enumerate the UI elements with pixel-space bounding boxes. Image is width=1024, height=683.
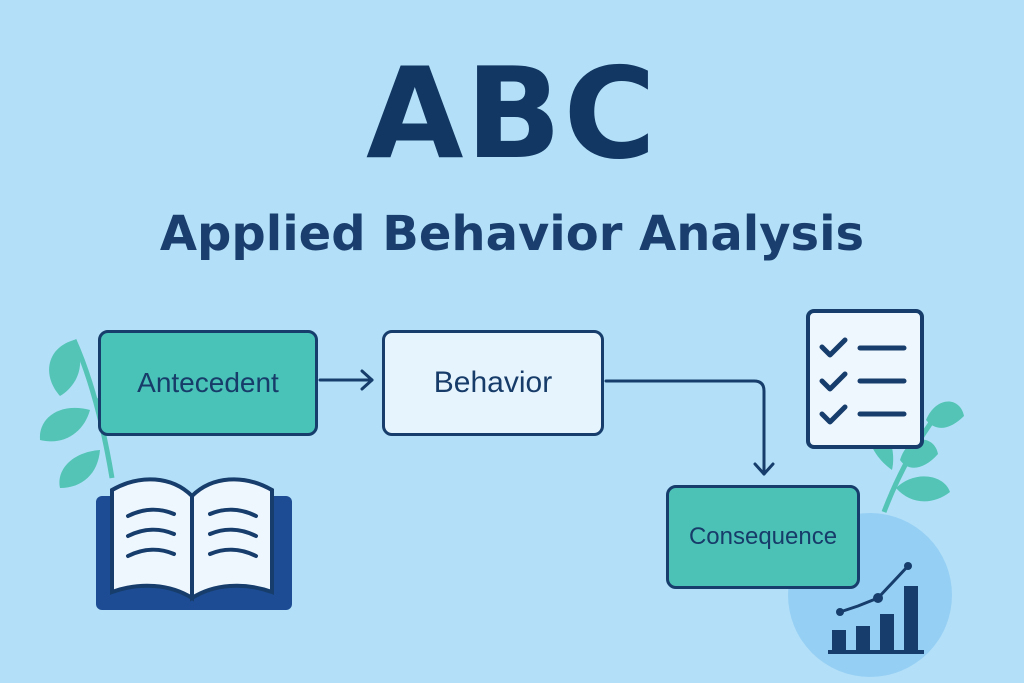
checklist-icon: [806, 309, 924, 449]
bar-chart-icon: [828, 562, 924, 654]
antecedent-node: Antecedent: [98, 330, 318, 436]
consequence-label: Consequence: [688, 523, 838, 550]
page-subtitle: Applied Behavior Analysis: [159, 206, 865, 262]
consequence-node: Consequence: [666, 485, 860, 589]
connector-behavior-consequence: [604, 379, 775, 476]
leaf-icon: [868, 401, 964, 513]
page-title: ABC: [365, 40, 659, 187]
open-book-icon: [96, 477, 292, 610]
behavior-label: Behavior: [433, 366, 553, 399]
antecedent-label: Antecedent: [137, 367, 279, 398]
behavior-node: Behavior: [382, 330, 604, 436]
connector-antecedent-behavior: [318, 369, 374, 391]
